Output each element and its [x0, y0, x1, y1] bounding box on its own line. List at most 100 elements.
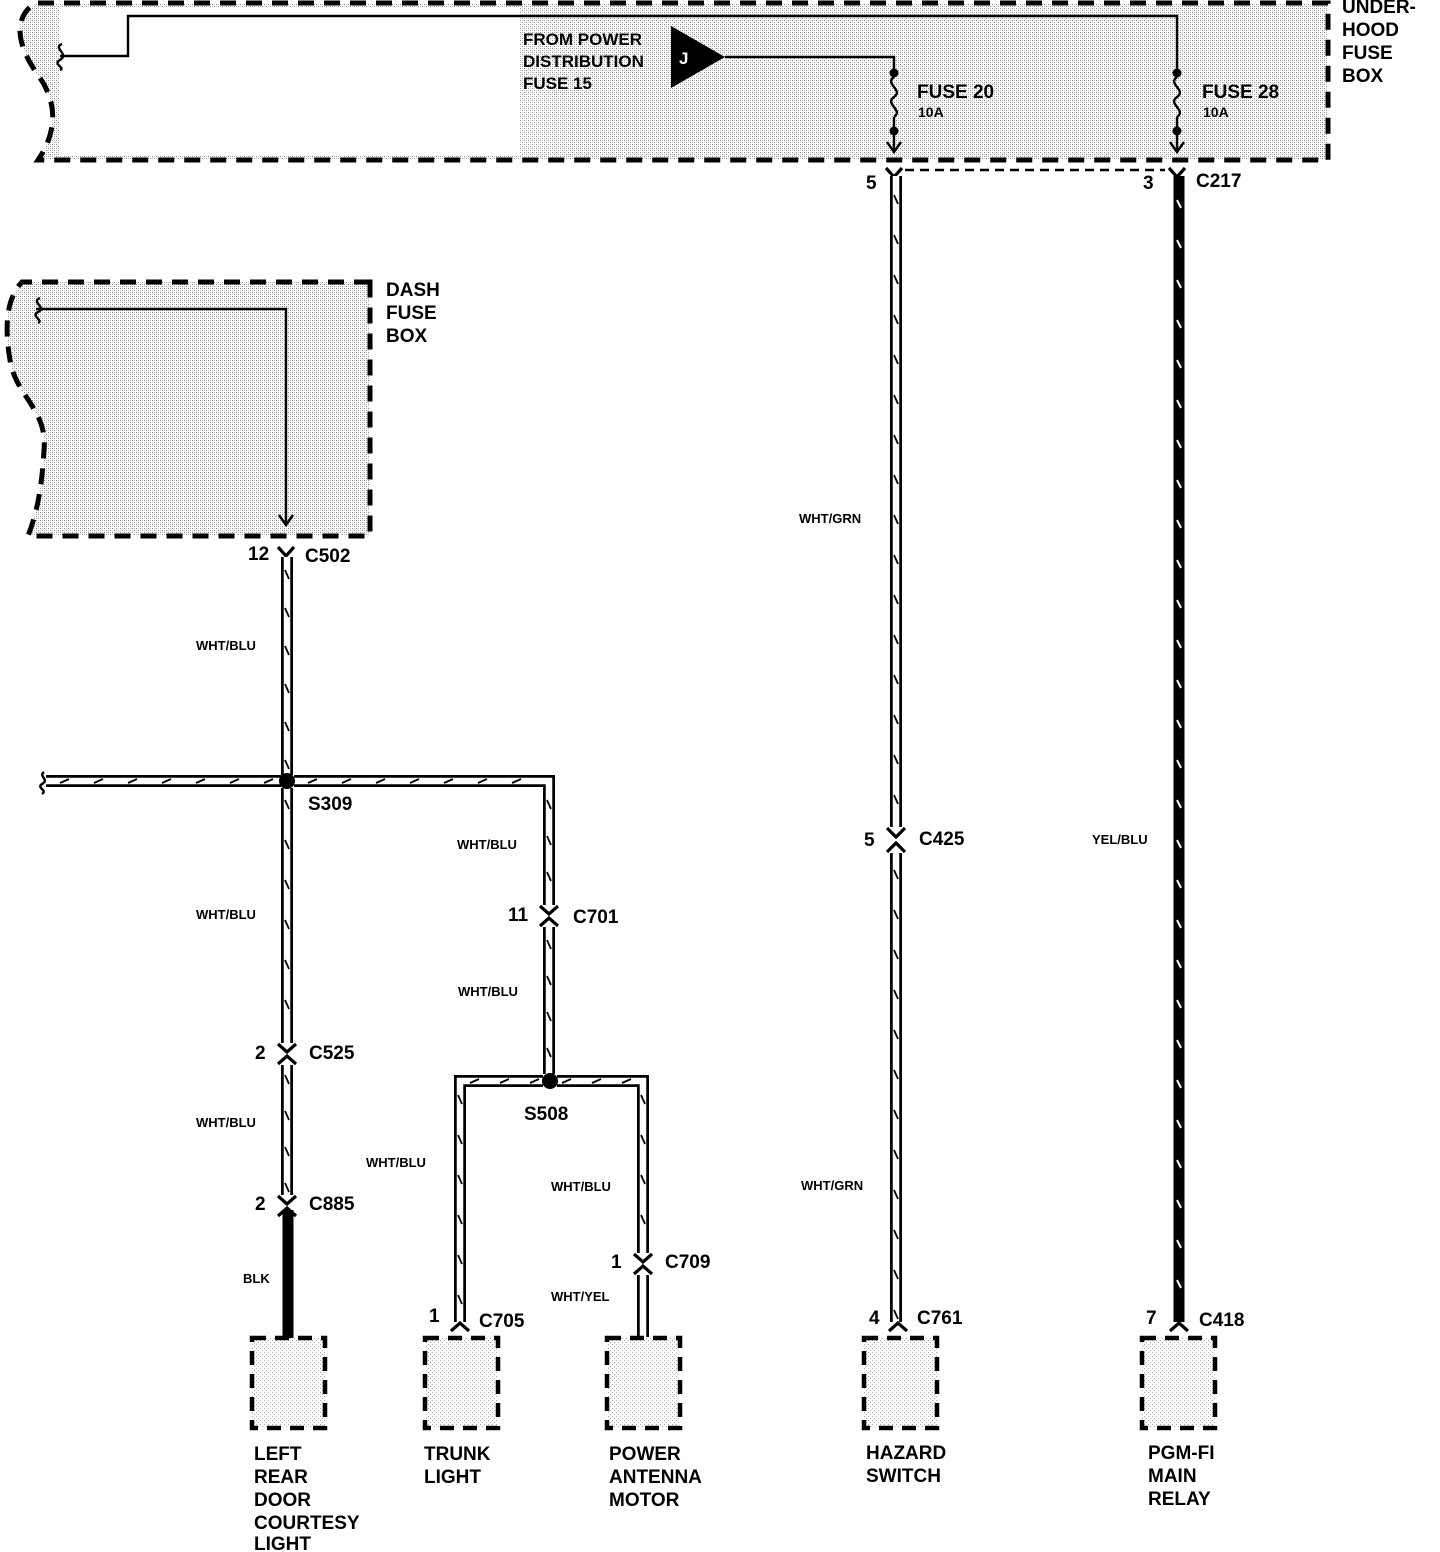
wire-s309-c525 [281, 788, 293, 1043]
c705-connector-icon [449, 1320, 471, 1333]
hazard-switch-box [861, 1335, 940, 1431]
fuse-20-icon [886, 68, 902, 155]
c761-connector-icon [887, 1320, 909, 1333]
wire-s508-trunk [454, 1075, 543, 1322]
c525-connector-icon [276, 1042, 298, 1066]
wire-label-s309-c525: WHT/BLU [196, 907, 256, 922]
c418-pin: 7 [1146, 1308, 1157, 1329]
relay-label-line-1: PGM-FI [1148, 1443, 1215, 1464]
door-light-label-line-1: LEFT [254, 1444, 302, 1465]
c217-pin-3-icon [1167, 166, 1187, 180]
wire-label-fuse28: YEL/BLU [1092, 832, 1148, 847]
c885-name: C885 [309, 1194, 355, 1215]
c709-name: C709 [665, 1252, 710, 1273]
c217-pin-3: 3 [1143, 173, 1154, 194]
source-feed-line [725, 55, 896, 72]
wire-label-c885-light: BLK [243, 1271, 270, 1286]
wire-label-s508-trunk: WHT/BLU [366, 1155, 426, 1170]
dash-arrow-icon [278, 514, 294, 528]
wire-label-c701-s508: WHT/BLU [458, 984, 518, 999]
relay-label-line-2: MAIN [1148, 1466, 1197, 1487]
wire-harness-left [46, 775, 281, 787]
trunk-light-label-line-2: LIGHT [424, 1467, 481, 1488]
antenna-label-line-3: MOTOR [609, 1490, 680, 1511]
c885-pin: 2 [255, 1194, 266, 1215]
c525-name: C525 [309, 1043, 355, 1064]
hazard-label-line-2: SWITCH [866, 1466, 941, 1487]
c425-pin: 5 [864, 830, 875, 851]
wire-label-c502-s309: WHT/BLU [196, 638, 256, 653]
dash-title-line-3: BOX [386, 326, 428, 347]
antenna-motor-box [604, 1335, 683, 1431]
splice-s508: S508 [524, 1104, 568, 1125]
wire-label-c709-antenna: WHT/YEL [551, 1289, 610, 1304]
wire-label-fuse20-upper: WHT/GRN [799, 511, 861, 526]
door-light-label-line-5: LIGHT [254, 1534, 311, 1552]
dash-title-line-2: FUSE [386, 303, 437, 324]
wire-fuse28-relay [1173, 176, 1185, 1322]
underhood-title-line-3: FUSE [1342, 43, 1393, 64]
pgm-fi-relay-box [1139, 1335, 1218, 1431]
antenna-label-line-2: ANTENNA [609, 1467, 702, 1488]
fuse-28-name: FUSE 28 [1202, 82, 1279, 103]
fuse-28-icon [1169, 68, 1185, 155]
c217-name: C217 [1196, 171, 1241, 192]
c705-pin: 1 [429, 1306, 440, 1327]
wire-fuse20-lower [890, 853, 902, 1322]
door-light-label-line-4: COURTESY [254, 1513, 360, 1534]
wire-s508-c709 [557, 1075, 649, 1253]
trunk-light-label-line-1: TRUNK [424, 1444, 491, 1465]
source-label-line-1: FROM POWER [523, 30, 642, 49]
wire-label-s508-c709: WHT/BLU [551, 1179, 611, 1194]
wire-c502-s309 [281, 557, 293, 775]
splice-s508-dot [542, 1073, 558, 1089]
source-j-marker-icon: J [671, 26, 725, 88]
c705-name: C705 [479, 1311, 525, 1332]
underhood-title-line-1: UNDER- [1342, 0, 1416, 18]
c217-pin-5: 5 [866, 173, 877, 194]
fuse-20-name: FUSE 20 [917, 82, 994, 103]
wire-harness [46, 176, 1185, 1338]
dash-bus-line [36, 307, 288, 524]
c425-name: C425 [919, 829, 965, 850]
c418-connector-icon [1168, 1320, 1190, 1333]
c761-pin: 4 [869, 1308, 880, 1329]
trunk-light-box [422, 1335, 501, 1431]
antenna-label-line-1: POWER [609, 1444, 681, 1465]
c418-name: C418 [1199, 1310, 1244, 1331]
wire-fuse20-upper [890, 176, 902, 827]
c701-pin: 11 [508, 905, 529, 926]
door-light-label-line-3: DOOR [254, 1490, 311, 1511]
wire-label-c525-c885: WHT/BLU [196, 1115, 256, 1130]
c709-connector-icon [632, 1252, 654, 1276]
relay-label-line-3: RELAY [1148, 1489, 1211, 1510]
c502-pin: 12 [248, 544, 269, 565]
c425-connector-icon [885, 826, 907, 854]
wire-s309-c701 [294, 775, 555, 905]
splice-s309: S309 [308, 794, 352, 815]
c701-name: C701 [573, 907, 619, 928]
source-label-line-2: DISTRIBUTION [523, 52, 644, 71]
c709-pin: 1 [611, 1252, 622, 1273]
c761-name: C761 [917, 1308, 963, 1329]
wire-label-s309-c701: WHT/BLU [457, 837, 517, 852]
wire-c701-s508 [543, 927, 555, 1074]
dash-title-line-1: DASH [386, 280, 440, 301]
c885-connector-icon [276, 1194, 298, 1218]
splice-s309-dot [279, 773, 295, 789]
c525-pin: 2 [255, 1043, 266, 1064]
hazard-label-line-1: HAZARD [866, 1443, 946, 1464]
door-courtesy-light-box [249, 1335, 328, 1431]
wire-label-fuse20-lower: WHT/GRN [801, 1178, 863, 1193]
fuse-28-rating: 10A [1203, 104, 1229, 120]
underhood-fuse-box: UNDER- HOOD FUSE BOX FROM POWER DISTRIBU… [17, 0, 1416, 163]
c701-connector-icon [538, 904, 560, 928]
harness-break-icon [39, 771, 47, 795]
door-light-label-line-2: REAR [254, 1467, 308, 1488]
bus-break-icon [56, 42, 65, 72]
fuse-20-rating: 10A [918, 104, 944, 120]
c217-pin-5-icon [884, 166, 904, 180]
underhood-bus-line [60, 14, 1179, 72]
underhood-title-line-2: HOOD [1342, 20, 1399, 41]
